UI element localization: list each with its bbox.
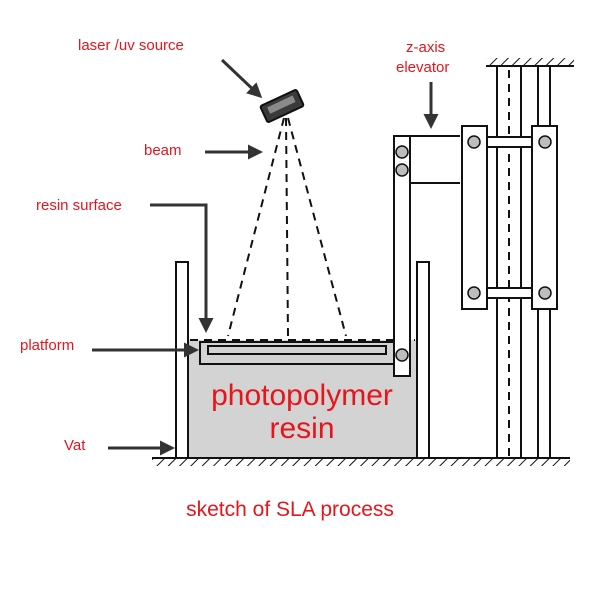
label-z-axis-line1: z-axis bbox=[406, 39, 445, 56]
ceiling-mount bbox=[486, 58, 574, 67]
laser-beam bbox=[227, 117, 347, 337]
ground bbox=[152, 457, 570, 466]
resin-body bbox=[187, 340, 418, 458]
label-beam: beam bbox=[144, 142, 182, 159]
label-resin-line1: photopolymer bbox=[211, 379, 393, 412]
label-resin-line2: resin bbox=[269, 412, 334, 445]
vat bbox=[175, 261, 430, 459]
label-resin-surface: resin surface bbox=[36, 197, 122, 214]
label-z-axis-line2: elevator bbox=[396, 59, 449, 76]
caption: sketch of SLA process bbox=[186, 498, 394, 521]
elevator-carriage bbox=[461, 125, 558, 310]
elevator-arm bbox=[393, 135, 460, 377]
laser-head-icon bbox=[259, 89, 305, 123]
label-laser: laser /uv source bbox=[78, 37, 184, 54]
arrows bbox=[92, 58, 439, 456]
label-vat: Vat bbox=[64, 437, 86, 454]
z-axis-column bbox=[496, 65, 551, 459]
arrow-laser bbox=[220, 58, 263, 99]
arrow-resin-surface bbox=[150, 203, 214, 333]
label-platform: platform bbox=[20, 337, 74, 354]
